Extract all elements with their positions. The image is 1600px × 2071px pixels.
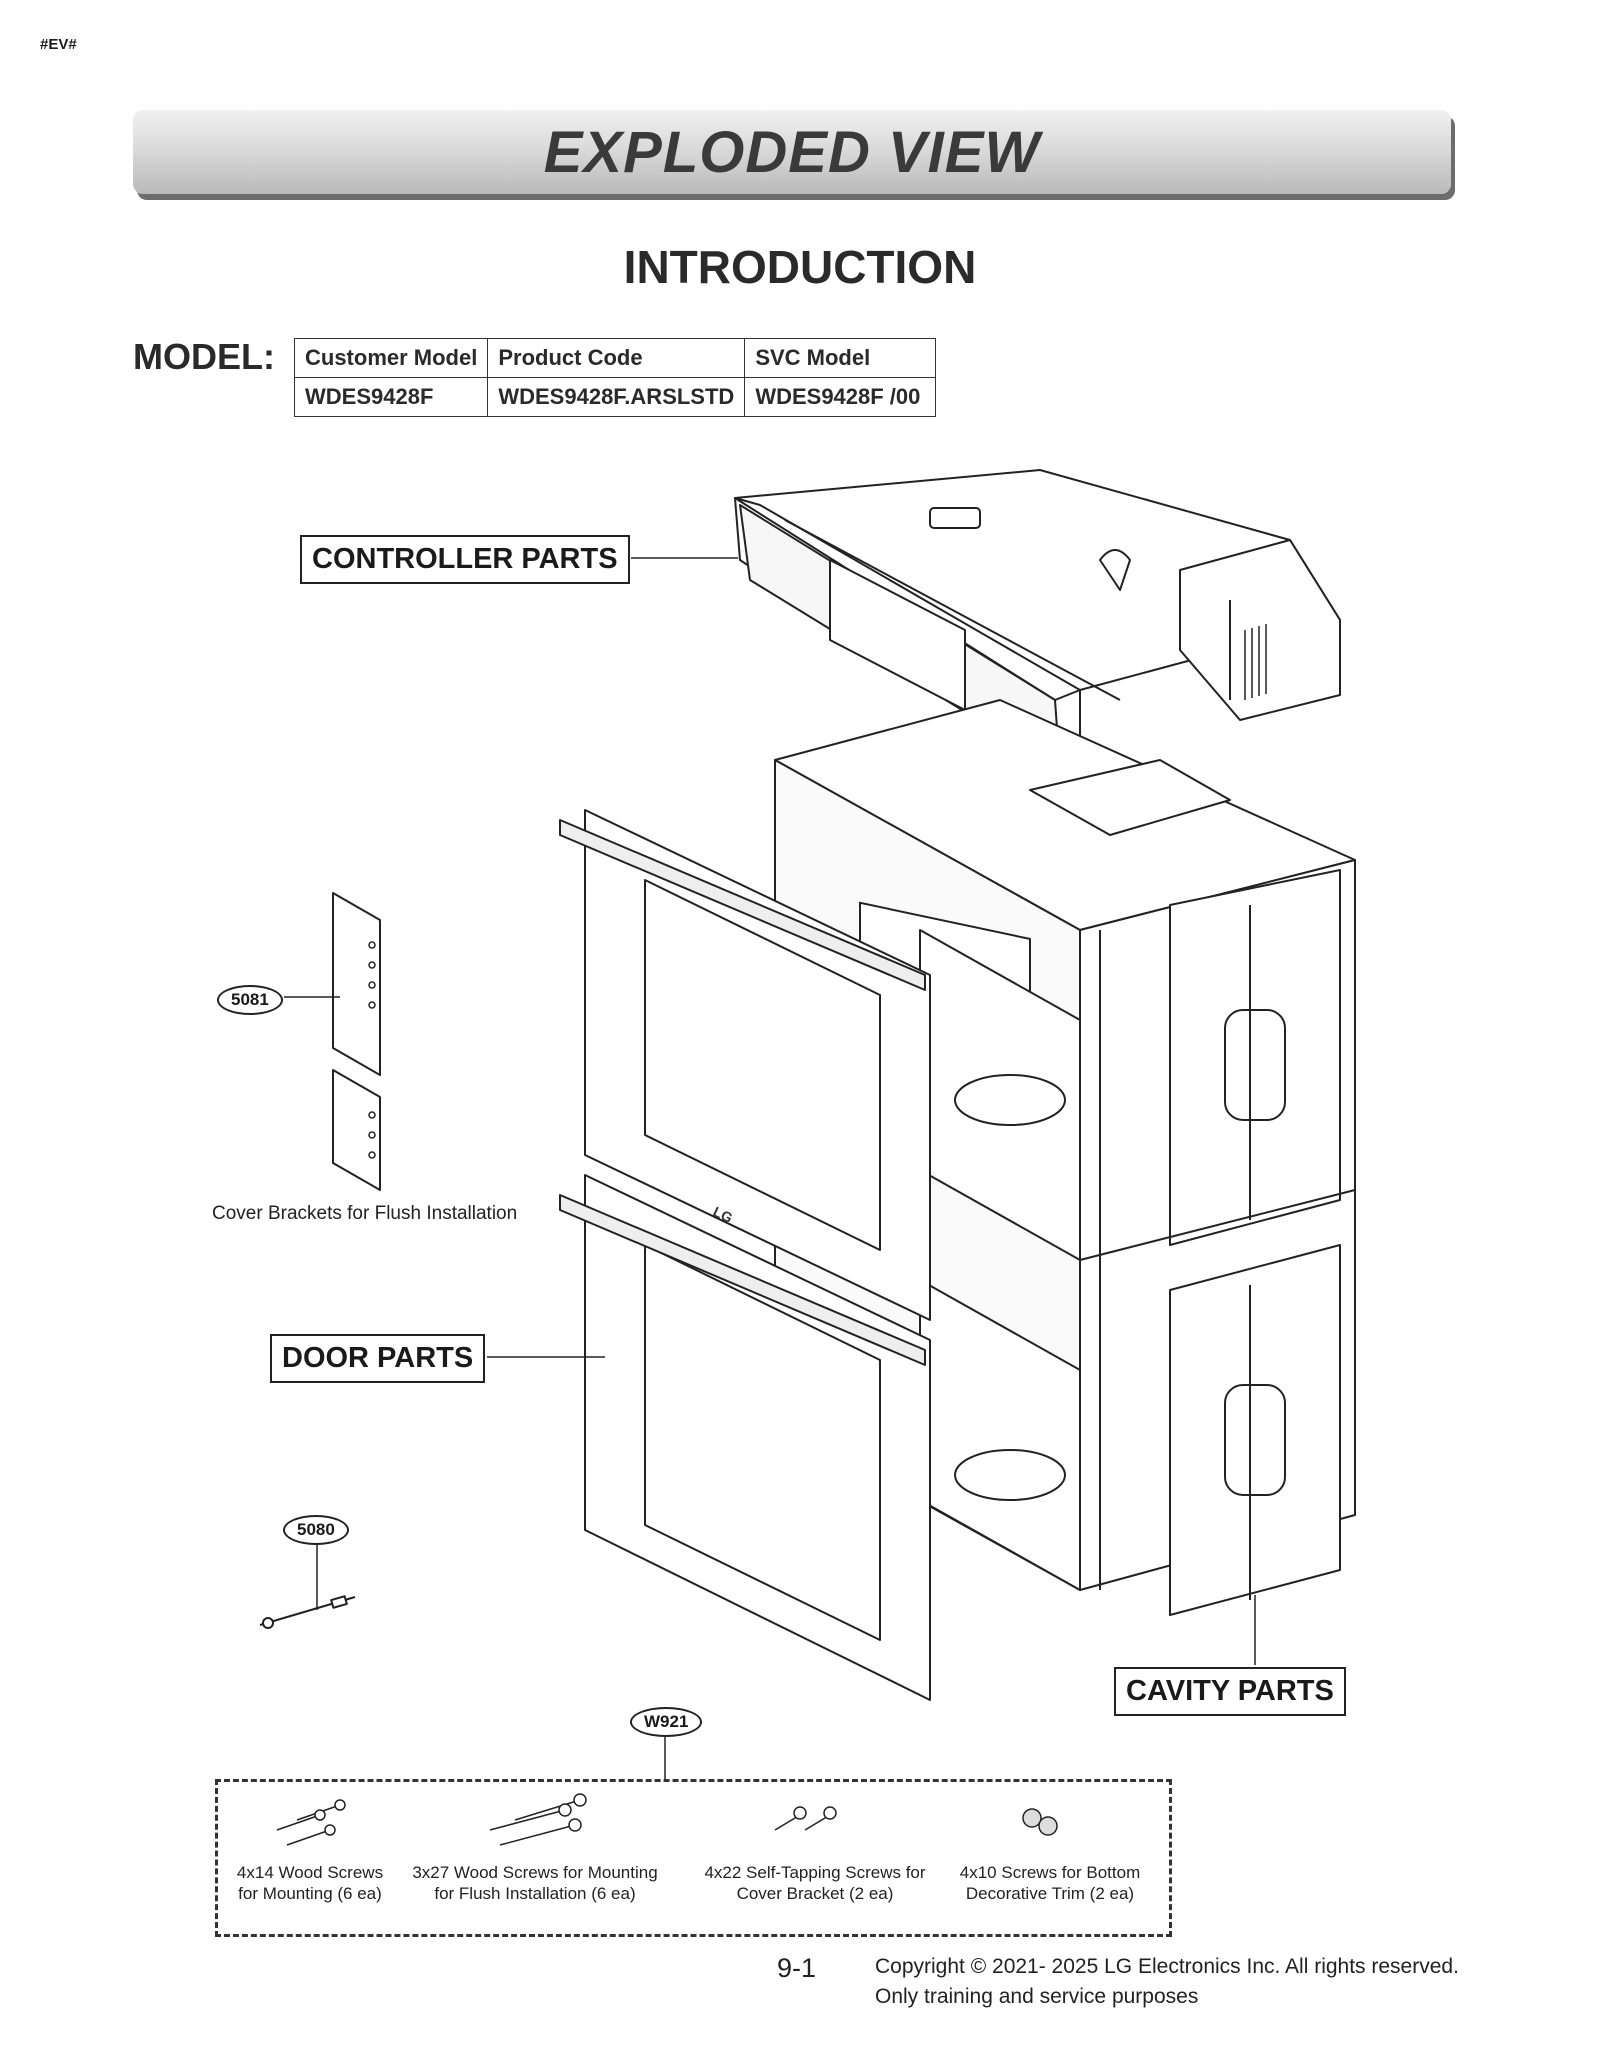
- oven-brand-logo: LG: [711, 1203, 735, 1226]
- callout-5080: 5080: [283, 1515, 349, 1545]
- screw-item: 4x22 Self-Tapping Screws for Cover Brack…: [690, 1862, 940, 1904]
- screw-item: 3x27 Wood Screws for Mounting for Flush …: [405, 1862, 665, 1904]
- screw-item-line2: Decorative Trim (2 ea): [965, 1884, 1135, 1903]
- model-label: MODEL:: [133, 336, 275, 377]
- screw-kit-box: [215, 1779, 1172, 1937]
- screw-item-line1: 3x27 Wood Screws for Mounting: [412, 1863, 658, 1882]
- cavity-parts-label: CAVITY PARTS: [1114, 1667, 1346, 1716]
- model-table-header: SVC Model: [744, 338, 937, 378]
- oven-doors: [559, 809, 931, 1701]
- callout-5081: 5081: [217, 985, 283, 1015]
- model-table-cell: WDES9428F: [293, 377, 489, 417]
- model-table-cell: WDES9428F.ARSLSTD: [487, 377, 746, 417]
- bottom-trim-screws-icon: [1022, 1808, 1058, 1836]
- model-table: Customer Model Product Code SVC Model WD…: [293, 338, 937, 417]
- controller-parts-label: CONTROLLER PARTS: [300, 535, 630, 584]
- screw-item-line1: 4x22 Self-Tapping Screws for: [704, 1863, 926, 1882]
- page-number: 9-1: [777, 1953, 817, 1983]
- model-table-header-row: Customer Model Product Code SVC Model: [293, 338, 937, 378]
- door-parts-label: DOOR PARTS: [270, 1334, 486, 1383]
- screw-item: 4x10 Screws for Bottom Decorative Trim (…: [945, 1862, 1155, 1904]
- screw-item-line2: Cover Bracket (2 ea): [736, 1884, 894, 1903]
- model-table-row: WDES9428F WDES9428F.ARSLSTD WDES9428F /0…: [293, 377, 937, 417]
- copyright-line: Only training and service purposes: [875, 1985, 1199, 2008]
- cover-bracket-illustration: [332, 892, 381, 1191]
- model-table-header: Customer Model: [293, 338, 489, 378]
- wood-screws-3x27-icon: [489, 1793, 587, 1846]
- screw-kit-illustrations: [276, 1793, 1058, 1846]
- cover-bracket-caption: Cover Brackets for Flush Installation: [212, 1203, 518, 1224]
- section-title: INTRODUCTION: [623, 241, 977, 293]
- wood-screws-4x14-icon: [276, 1799, 346, 1846]
- model-table-cell: WDES9428F /00: [744, 377, 937, 417]
- screw-item-line1: 4x10 Screws for Bottom: [959, 1863, 1141, 1882]
- callout-w921: W921: [630, 1707, 703, 1737]
- sensor-illustration: [259, 1595, 356, 1629]
- self-tapping-screws-icon: [774, 1806, 837, 1831]
- screw-item-line2: for Flush Installation (6 ea): [434, 1884, 636, 1903]
- copyright-line: Copyright © 2021- 2025 LG Electronics In…: [875, 1955, 1459, 1978]
- screw-item-line2: for Mounting (6 ea): [238, 1884, 382, 1903]
- controller-assembly: [734, 469, 1341, 771]
- title-banner: EXPLODED VIEW: [133, 110, 1451, 194]
- screw-item: 4x14 Wood Screws for Mounting (6 ea): [230, 1862, 390, 1904]
- leader-lines: [284, 557, 1256, 1779]
- header-tag: #EV#: [40, 36, 77, 53]
- copyright-notice: Copyright © 2021- 2025 LG Electronics In…: [875, 1952, 1459, 2012]
- banner-title: EXPLODED VIEW: [543, 119, 1041, 185]
- screw-item-line1: 4x14 Wood Screws: [236, 1863, 384, 1882]
